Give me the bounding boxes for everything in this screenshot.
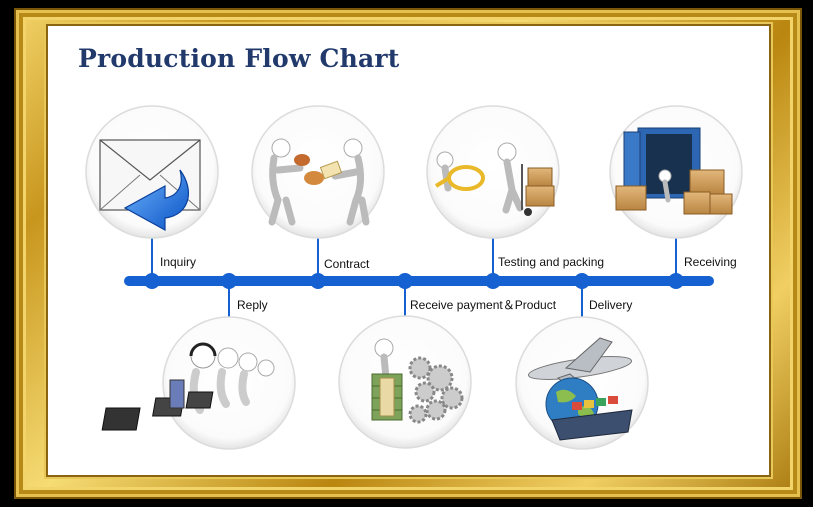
handshake-figures-icon [251, 105, 385, 239]
call-center-operators-icon [101, 316, 296, 450]
container-boxes-icon [609, 105, 743, 239]
label-inquiry: Inquiry [160, 255, 196, 269]
label-payment: Receive payment＆Product [410, 298, 557, 312]
label-delivery: Delivery [589, 298, 632, 312]
node-testing [485, 273, 501, 289]
timeline-bar [124, 276, 714, 286]
node-contract [310, 273, 326, 289]
magnifier-boxes-icon [426, 105, 560, 239]
node-reply [221, 273, 237, 289]
node-inquiry [144, 273, 160, 289]
node-delivery [574, 273, 590, 289]
label-receiving: Receiving [684, 255, 737, 269]
label-contract: Contract [324, 257, 370, 271]
label-testing: Testing and packing [498, 255, 604, 269]
envelope-arrow-icon [85, 105, 219, 239]
page-title: Production Flow Chart [78, 44, 400, 73]
label-reply: Reply [237, 298, 268, 312]
plane-ship-globe-icon [515, 316, 649, 450]
node-receiving [668, 273, 684, 289]
node-payment [397, 273, 413, 289]
money-gears-icon [338, 315, 472, 449]
